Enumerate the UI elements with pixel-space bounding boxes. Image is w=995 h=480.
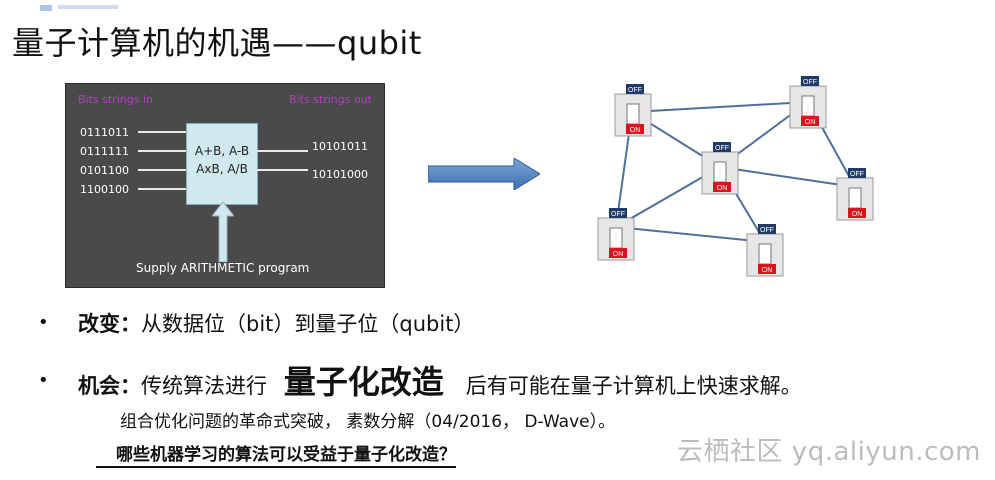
switch-node: OFF ON: [746, 224, 784, 277]
switch-node: OFF ON: [789, 76, 827, 129]
off-label: OFF: [850, 171, 864, 178]
off-label: OFF: [760, 227, 774, 234]
off-label: OFF: [715, 145, 729, 152]
up-arrow-icon: [212, 202, 234, 262]
off-label: OFF: [628, 87, 642, 94]
emphasis-text: 量子化改造: [283, 363, 444, 401]
switch-node: OFF ON: [614, 84, 652, 137]
classical-bits-diagram: Bits strings in Bits strings out 0111011…: [65, 83, 385, 288]
bullet-text-before: 传统算法进行: [141, 374, 267, 398]
operation-text: A+B, A-B: [194, 144, 250, 158]
output-line: [256, 169, 308, 171]
input-bit-string: 0111111: [80, 145, 129, 158]
slide-title: 量子计算机的机遇——qubit: [12, 24, 422, 62]
question-text: 哪些机器学习的算法可以受益于量子化改造？: [96, 440, 456, 468]
bullet-opportunity: 机会：传统算法进行 量子化改造后有可能在量子计算机上快速求解。: [78, 357, 802, 403]
logo-strip: [0, 0, 130, 11]
off-label: OFF: [611, 211, 625, 218]
supply-program-label: Supply ARITHMETIC program: [136, 261, 310, 275]
off-label: OFF: [803, 79, 817, 86]
input-line: [138, 150, 188, 152]
output-bit-string: 10101011: [312, 140, 368, 153]
input-bit-string: 0101100: [80, 164, 129, 177]
bits-out-label: Bits strings out: [289, 93, 372, 106]
switch-node: OFF ON: [597, 208, 635, 261]
qubit-switch-network: OFF ON OFF ON OFF ON OFF ON OFF ON: [597, 76, 874, 277]
bullet-key: 机会：: [78, 374, 141, 398]
watermark: 云栖社区 yq.aliyun.com: [677, 437, 981, 467]
input-line: [138, 169, 188, 171]
on-label: ON: [630, 127, 641, 134]
bullet-change: 改变：从数据位（bit）到量子位（qubit）: [78, 308, 474, 338]
input-bit-string: 0111011: [80, 126, 129, 139]
output-line: [256, 150, 308, 152]
on-label: ON: [805, 119, 816, 126]
output-bit-string: 10101000: [312, 168, 368, 181]
input-line: [138, 131, 188, 133]
input-line: [138, 188, 188, 190]
operation-box: A+B, A-B AxB, A/B: [186, 123, 258, 205]
right-arrow-icon: [428, 158, 540, 190]
bits-in-label: Bits strings in: [78, 93, 153, 106]
input-bit-string: 1100100: [80, 183, 129, 196]
bullet-text-after: 后有可能在量子计算机上快速求解。: [465, 374, 802, 398]
on-label: ON: [852, 211, 863, 218]
switch-node: OFF ON: [701, 142, 739, 195]
bullet-marker: •: [38, 312, 49, 333]
sub-line-text: 组合优化问题的革命式突破， 素数分解（04/2016， D-Wave）。: [120, 412, 616, 432]
bullet-key: 改变：: [78, 312, 141, 336]
on-label: ON: [613, 251, 624, 258]
on-label: ON: [762, 267, 773, 274]
bullet-marker: •: [38, 370, 49, 391]
operation-text: AxB, A/B: [196, 162, 248, 176]
on-label: ON: [717, 185, 728, 192]
switch-node: OFF ON: [836, 168, 874, 221]
bullet-text: 从数据位（bit）到量子位（qubit）: [141, 312, 475, 336]
